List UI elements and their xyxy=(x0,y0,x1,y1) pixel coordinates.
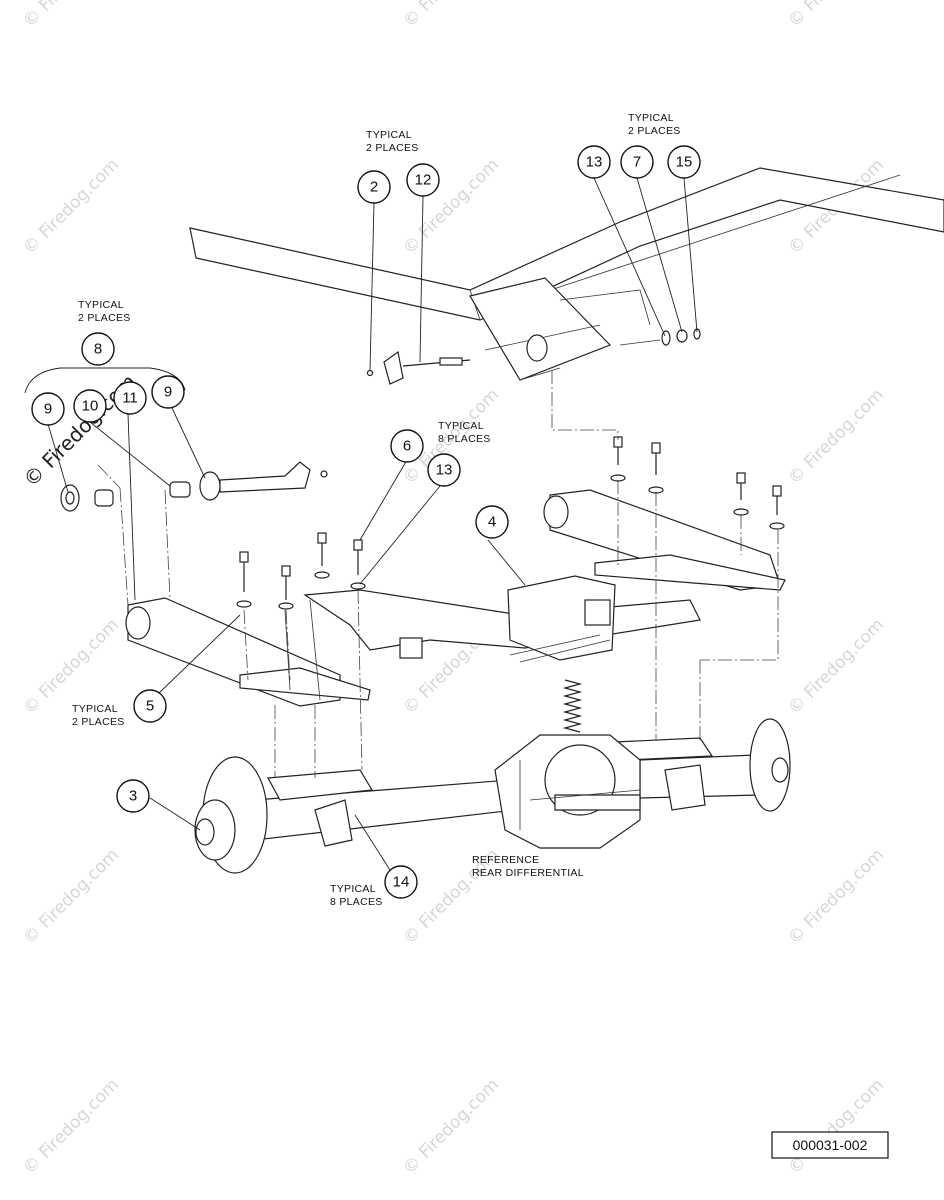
callout-4: 4 xyxy=(475,505,509,539)
alignment-lines xyxy=(97,370,779,778)
svg-text:13: 13 xyxy=(436,462,453,479)
callout-12: 12 xyxy=(406,163,440,197)
note-typical-2-top: TYPICAL 2 PLACES xyxy=(366,129,419,154)
note-reference-differential: REFERENCE REAR DIFFERENTIAL xyxy=(472,854,584,879)
svg-text:11: 11 xyxy=(122,390,138,407)
leader-lines xyxy=(24,177,698,871)
watermark: © Firedog.com xyxy=(784,615,888,719)
svg-text:6: 6 xyxy=(403,438,411,455)
left-trailing-arm xyxy=(125,597,371,707)
watermark: © Firedog.com xyxy=(784,385,888,489)
callout-7: 7 xyxy=(620,145,654,179)
svg-text:9: 9 xyxy=(164,384,172,401)
svg-text:14: 14 xyxy=(393,874,410,891)
pivot-bushing-group xyxy=(60,461,328,512)
svg-text:2 PLACES: 2 PLACES xyxy=(72,716,125,728)
watermark: © Firedog.com xyxy=(19,1075,123,1179)
callout-14: 14 xyxy=(384,865,418,899)
svg-text:3: 3 xyxy=(129,788,137,805)
callout-3: 3 xyxy=(116,779,150,813)
svg-text:8: 8 xyxy=(94,341,102,358)
note-typical-2-right: TYPICAL 2 PLACES xyxy=(628,112,681,137)
callout-6: 6 xyxy=(390,429,424,463)
frame-rail xyxy=(189,167,944,381)
svg-text:REFERENCE: REFERENCE xyxy=(472,854,539,866)
cross-tube-hitch xyxy=(303,575,701,663)
note-typical-8-mid: TYPICAL 8 PLACES xyxy=(438,420,491,445)
watermark: © Firedog.com xyxy=(399,0,503,32)
svg-text:13: 13 xyxy=(586,154,603,171)
rear-differential xyxy=(494,679,641,849)
upper-pivot-hardware xyxy=(366,328,701,385)
callout-8: 8 xyxy=(81,332,115,366)
right-trailing-arm xyxy=(543,489,786,591)
callout-9-left: 9 xyxy=(31,392,65,426)
callout-15: 15 xyxy=(667,145,701,179)
rear-axle xyxy=(194,718,791,874)
svg-text:2 PLACES: 2 PLACES xyxy=(78,312,131,324)
watermark: © Firedog.com xyxy=(784,0,888,32)
svg-text:REAR DIFFERENTIAL: REAR DIFFERENTIAL xyxy=(472,867,584,879)
note-typical-8-bottom: TYPICAL 8 PLACES xyxy=(330,883,383,908)
svg-text:2: 2 xyxy=(370,179,378,196)
svg-text:TYPICAL: TYPICAL xyxy=(78,299,124,311)
watermark: © Firedog.com xyxy=(19,845,123,949)
note-typical-2-bottom: TYPICAL 2 PLACES xyxy=(72,703,125,728)
callout-13-upper: 13 xyxy=(577,145,611,179)
svg-text:12: 12 xyxy=(415,172,432,189)
svg-text:8 PLACES: 8 PLACES xyxy=(330,896,383,908)
callout-5: 5 xyxy=(133,689,167,723)
note-typical-2-left: TYPICAL 2 PLACES xyxy=(78,299,131,324)
svg-text:4: 4 xyxy=(488,514,496,531)
svg-text:15: 15 xyxy=(676,154,693,171)
callout-9-right: 9 xyxy=(151,375,185,409)
callout-2: 2 xyxy=(357,170,391,204)
watermark: © Firedog.com xyxy=(19,0,123,32)
reference-number-box: 000031-002 xyxy=(771,1131,889,1159)
svg-text:2 PLACES: 2 PLACES xyxy=(366,142,419,154)
svg-text:TYPICAL: TYPICAL xyxy=(330,883,376,895)
svg-text:7: 7 xyxy=(633,154,641,171)
svg-text:TYPICAL: TYPICAL xyxy=(628,112,674,124)
svg-text:TYPICAL: TYPICAL xyxy=(72,703,118,715)
svg-text:TYPICAL: TYPICAL xyxy=(438,420,484,432)
svg-text:10: 10 xyxy=(82,398,99,415)
svg-text:TYPICAL: TYPICAL xyxy=(366,129,412,141)
svg-text:5: 5 xyxy=(146,698,154,715)
svg-text:8 PLACES: 8 PLACES xyxy=(438,433,491,445)
watermark: © Firedog.com xyxy=(399,1075,503,1179)
svg-text:9: 9 xyxy=(44,401,52,418)
watermark: © Firedog.com xyxy=(784,845,888,949)
reference-number: 000031-002 xyxy=(793,1137,868,1153)
svg-text:2 PLACES: 2 PLACES xyxy=(628,125,681,137)
callout-11: 11 xyxy=(113,381,147,415)
mount-bolts xyxy=(236,436,785,610)
watermark: © Firedog.com xyxy=(784,1075,888,1179)
callout-13-lower: 13 xyxy=(427,453,461,487)
callout-10: 10 xyxy=(73,389,107,423)
watermark: © Firedog.com xyxy=(19,155,123,259)
